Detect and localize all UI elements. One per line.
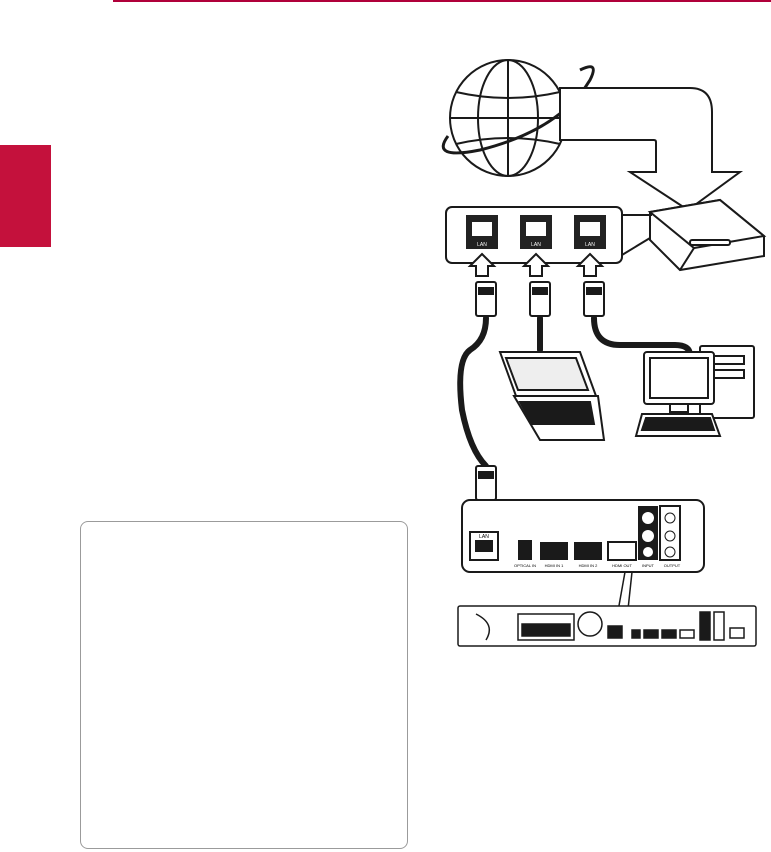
hdmi-in-2-label: HDMI IN 2 bbox=[579, 563, 598, 568]
internet-to-router-arrow bbox=[559, 87, 744, 212]
ethernet-cables bbox=[457, 315, 693, 469]
router-port-label-3: LAN bbox=[585, 242, 595, 248]
chapter-side-tab bbox=[0, 145, 51, 247]
player-rear-panel-icon bbox=[457, 605, 757, 647]
ethernet-plug-icons bbox=[475, 281, 605, 317]
hdmi-in-1-label: HDMI IN 1 bbox=[545, 563, 564, 568]
player-rear-panel-zoom: LAN OPTICAL IN HDMI IN 1 HDMI IN 2 HDMI … bbox=[461, 499, 705, 573]
router-lan-port-1: LAN bbox=[466, 215, 498, 249]
header-rule bbox=[113, 0, 771, 2]
router-port-label-1: LAN bbox=[477, 242, 487, 248]
plug-in-arrows bbox=[467, 252, 605, 277]
input-label: INPUT bbox=[642, 563, 655, 568]
player-lan-label: LAN bbox=[479, 534, 489, 540]
router-lan-port-3: LAN bbox=[574, 215, 606, 249]
router-lan-port-2: LAN bbox=[520, 215, 552, 249]
laptop-icon bbox=[498, 351, 606, 441]
hdmi-out-label: HDMI OUT bbox=[612, 563, 632, 568]
optical-label: OPTICAL IN bbox=[514, 563, 536, 568]
note-box bbox=[80, 521, 408, 849]
output-label: OUTPUT bbox=[664, 563, 681, 568]
internet-globe-icon bbox=[441, 59, 595, 177]
router-port-label-2: LAN bbox=[531, 242, 541, 248]
note-header-line bbox=[92, 521, 196, 522]
router-lan-ports-panel: LAN LAN LAN bbox=[445, 206, 652, 264]
router-icon bbox=[647, 198, 767, 272]
desktop-computer-icon bbox=[634, 345, 755, 437]
